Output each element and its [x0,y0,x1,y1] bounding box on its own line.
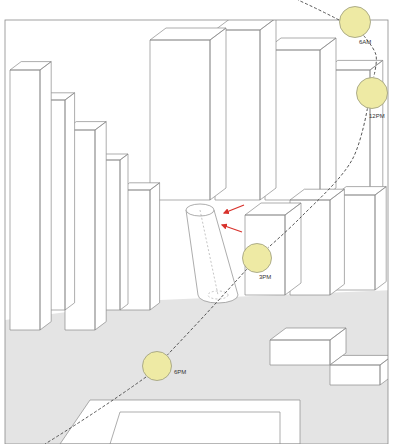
time-label: 12PM [369,113,385,120]
sun-path [268,108,367,247]
time-label: 6PM [174,369,186,376]
city-block [60,400,300,444]
sun-path [167,269,247,355]
sun-position: 6AM [339,6,371,38]
sun-outline [142,351,172,381]
building [270,328,346,365]
sun-circle [243,244,272,273]
sun-outline [242,243,272,273]
sun-outline [339,6,371,38]
sun-path-tail [45,377,146,444]
building [150,28,226,200]
building [10,62,51,330]
cylinder-tower [186,210,238,303]
time-label: 3PM [259,274,271,281]
sun-outline [356,77,388,109]
sun-circle [340,7,371,38]
sun-position: 3PM [242,243,272,273]
frame [5,20,388,444]
sun-circle [143,352,172,381]
wind-arrow [224,205,244,213]
wind-arrow [222,225,242,232]
building [330,355,388,385]
sun-circle [357,78,388,109]
plaza-outline [110,412,280,444]
street [5,290,388,444]
sun-position: 6PM [142,351,172,381]
cylinder-axis [200,210,218,295]
sun-position: 12PM [356,77,388,109]
time-label: 6AM [359,39,371,46]
sun-path-tail [298,0,339,20]
